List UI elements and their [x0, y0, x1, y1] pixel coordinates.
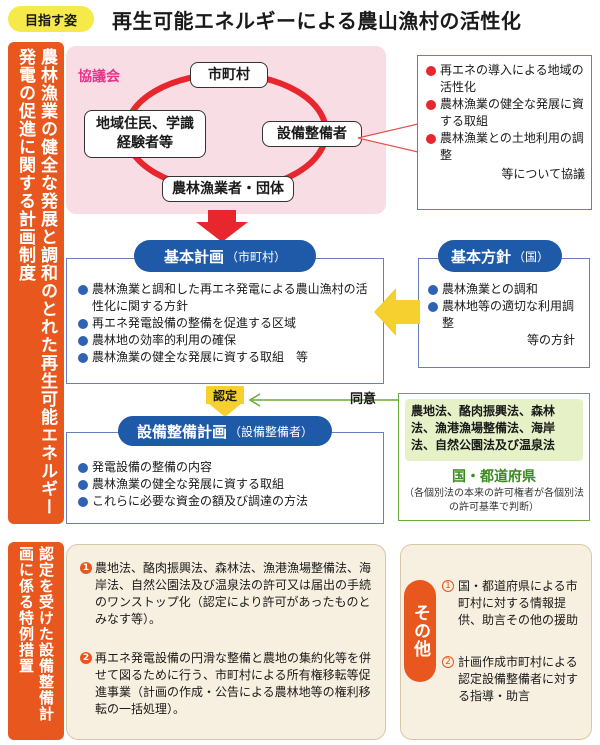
special-measure-2-text: 再エネ発電設備の円滑な整備と農地の集約化等を併せて図るために行う、市町村による所… [95, 651, 372, 716]
equipment-plan-item-1: 発電設備の整備の内容 [77, 459, 375, 476]
other-label: その他 [404, 580, 436, 682]
consent-arrow [248, 393, 398, 407]
council-title: 協議会 [78, 69, 120, 85]
approval-label: 認定 [206, 386, 244, 404]
approval-arrow [208, 403, 242, 417]
special-measure-1-number: 1 [80, 562, 92, 574]
basic-plan-box: 農林漁業と調和した再エネ発電による農山漁村の活性化に関する方針 再エネ発電設備の… [66, 258, 384, 384]
page-title: 再生可能エネルギーによる農山漁村の活性化 [112, 9, 522, 33]
laws-list: 農地法、酪肉振興法、森林法、漁港漁場整備法、海岸法、自然公園法及び温泉法 [405, 399, 583, 461]
basic-policy-footer: 等の方針 [526, 333, 575, 347]
special-measure-1-text: 農地法、酪肉振興法、森林法、漁港漁場整備法、海岸法、自然公園法及び温泉法の許可又… [95, 561, 372, 626]
council-topic-1: 再エネの導入による地域の活性化 [424, 62, 585, 96]
node-municipality: 市町村 [190, 62, 268, 88]
basic-plan-sub: （市町村） [226, 249, 287, 264]
basic-policy-header: 基本方針（国） [438, 240, 562, 272]
special-measure-2-number: 2 [80, 652, 92, 664]
equipment-plan-sub: （設備整備者） [229, 424, 314, 439]
authority-label: 国・都道府県 [452, 469, 536, 485]
other-item-1-number: 1 [442, 580, 454, 592]
council-topic-2: 農林漁業の健全な発展に資する取組 [424, 96, 585, 130]
node-residents: 地域住民、学識経験者等 [84, 110, 206, 158]
other-item-2-number: 2 [442, 656, 454, 668]
special-measures-label: 認定を受けた設備整備計画に係る特例措置 [8, 542, 64, 740]
other-item-2: 2 計画作成市町村による認定設備整備者に対する指導・助言 [442, 654, 586, 705]
down-arrow-council [196, 210, 248, 242]
special-measures-label-text: 認定を受けた設備整備計画に係る特例措置 [17, 546, 55, 722]
node-farmers-group: 農林漁業者・団体 [162, 176, 294, 202]
basic-plan-item-2: 再エネ発電設備の整備を促進する区域 [77, 315, 375, 332]
equipment-plan-item-2: 農林漁業の健全な発展に資する取組 [77, 476, 375, 493]
basic-policy-item-2: 農林地等の適切な利用調整 [427, 298, 583, 332]
basic-plan-item-3: 農林地の効率的利用の確保 [77, 332, 375, 349]
callout-pointer [357, 123, 419, 153]
special-measures-panel [66, 544, 386, 740]
basic-plan-header: 基本計画（市町村） [134, 240, 316, 272]
council-topics-footer: 等について協議 [501, 167, 585, 181]
basic-policy-sub: （国） [513, 249, 550, 264]
policy-to-plan-arrow [374, 288, 420, 336]
planning-system-label-text: 農林漁業の健全な発展と調和のとれた再生可能エネルギー発電の促進に関する計画制度 [15, 48, 57, 516]
equipment-plan-item-3: これらに必要な資金の額及び調達の方法 [77, 493, 375, 510]
basic-plan-title: 基本計画 [163, 247, 224, 266]
other-item-1-text: 国・都道府県による市町村に対する情報提供、助言その他の援助 [458, 579, 579, 627]
basic-policy-item-1: 農林漁業との調和 [427, 281, 583, 298]
other-item-1: 1 国・都道府県による市町村に対する情報提供、助言その他の援助 [442, 578, 586, 629]
basic-plan-item-4: 農林漁業の健全な発展に資する取組 等 [77, 349, 375, 366]
council-topics-box: 再エネの導入による地域の活性化 農林漁業の健全な発展に資する取組 農林漁業との土… [417, 55, 592, 210]
equipment-plan-title: 設備整備計画 [136, 422, 227, 441]
planning-system-label: 農林漁業の健全な発展と調和のとれた再生可能エネルギー発電の促進に関する計画制度 [8, 42, 64, 524]
basic-policy-box: 農林漁業との調和 農林地等の適切な利用調整 等の方針 [418, 258, 590, 368]
goal-badge: 目指す姿 [8, 6, 94, 32]
equipment-plan-header: 設備整備計画（設備整備者） [118, 416, 332, 446]
other-item-2-text: 計画作成市町村による認定設備整備者に対する指導・助言 [458, 655, 579, 703]
basic-policy-title: 基本方針 [450, 247, 511, 266]
basic-plan-item-1: 農林漁業と調和した再エネ発電による農山漁村の活性化に関する方針 [77, 281, 375, 315]
node-equipment-developer: 設備整備者 [262, 121, 362, 147]
consent-label: 同意 [350, 392, 377, 407]
council-topic-3: 農林漁業との土地利用の調整 [424, 130, 585, 164]
authority-note: （各個別法の本来の許可権者が各個別法の許可基準で判断） [404, 488, 584, 513]
